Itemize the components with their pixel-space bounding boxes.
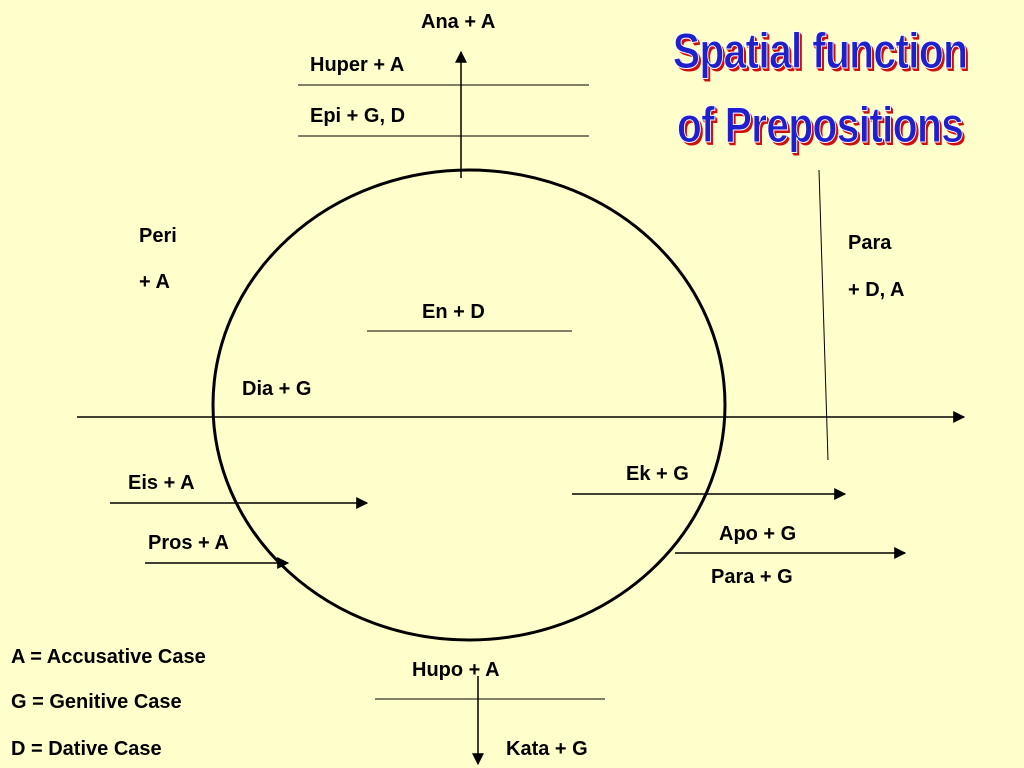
label-epi: Epi + G, D xyxy=(310,105,406,127)
label-peri-2: + A xyxy=(139,271,170,293)
label-apo: Apo + G xyxy=(719,523,797,545)
label-hupo: Hupo + A xyxy=(412,659,500,681)
title-line-2: of Prepositions xyxy=(676,97,965,153)
label-ana: Ana + A xyxy=(421,11,496,33)
legend-dative: D = Dative Case xyxy=(11,738,162,760)
para-line xyxy=(818,169,829,461)
central-circle xyxy=(211,168,727,642)
label-huper: Huper + A xyxy=(310,54,405,76)
label-para-top-1: Para xyxy=(848,232,892,254)
legend-accusative: A = Accusative Case xyxy=(11,646,206,668)
label-para-bottom: Para + G xyxy=(711,566,793,588)
label-eis: Eis + A xyxy=(128,472,195,494)
label-ek: Ek + G xyxy=(626,463,689,485)
label-kata: Kata + G xyxy=(506,738,588,760)
label-peri-1: Peri xyxy=(139,225,177,247)
title-line-1: Spatial function xyxy=(672,23,968,79)
legend-genitive: G = Genitive Case xyxy=(11,691,182,713)
label-en: En + D xyxy=(422,301,485,323)
label-para-top-2: + D, A xyxy=(848,279,905,301)
label-dia: Dia + G xyxy=(242,378,312,400)
label-pros: Pros + A xyxy=(148,532,229,554)
